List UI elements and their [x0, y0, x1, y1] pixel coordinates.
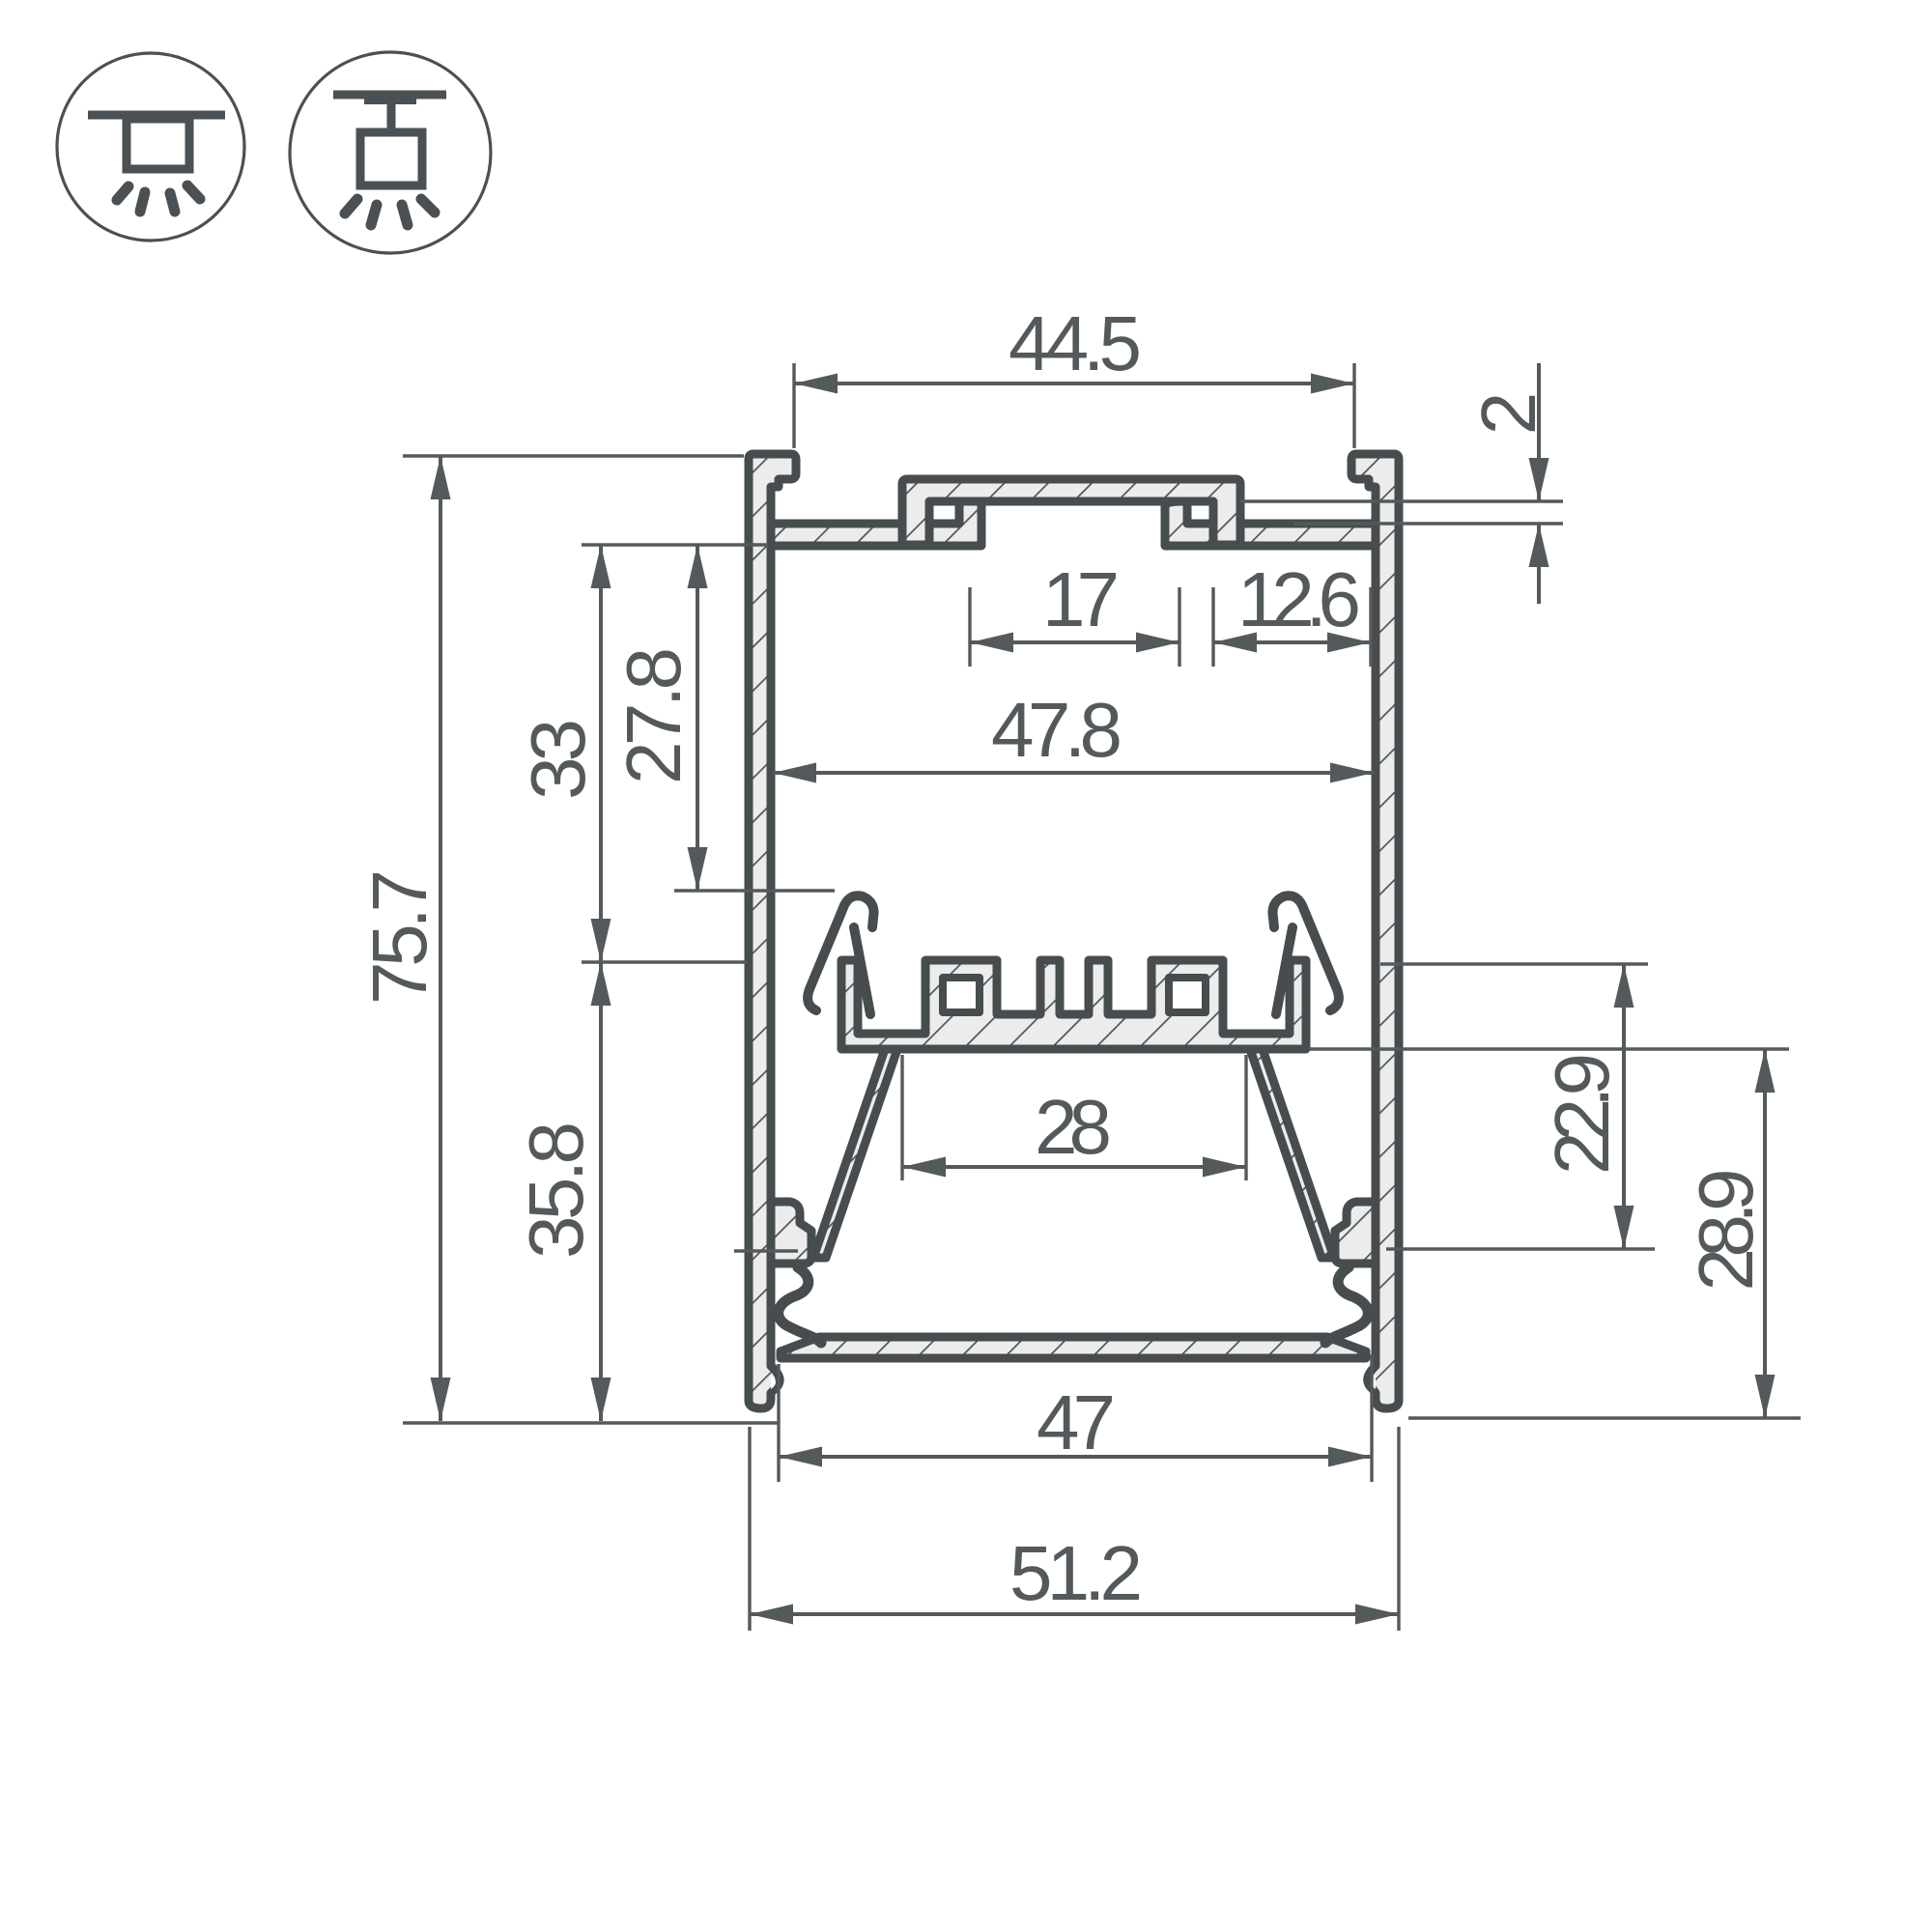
svg-text:47.8: 47.8 [991, 687, 1122, 773]
svg-text:44.5: 44.5 [1009, 300, 1142, 386]
svg-text:51.2: 51.2 [1009, 1530, 1143, 1616]
svg-text:75.7: 75.7 [356, 869, 442, 1005]
svg-text:27.8: 27.8 [611, 647, 696, 784]
svg-text:22.9: 22.9 [1539, 1053, 1625, 1175]
svg-text:35.8: 35.8 [513, 1122, 599, 1259]
svg-text:28.9: 28.9 [1683, 1169, 1769, 1292]
svg-text:2: 2 [1465, 392, 1551, 436]
svg-text:28: 28 [1035, 1084, 1112, 1170]
svg-text:17: 17 [1042, 556, 1120, 642]
svg-text:47: 47 [1037, 1379, 1116, 1465]
svg-text:12.6: 12.6 [1237, 556, 1361, 642]
svg-text:33: 33 [515, 719, 601, 800]
